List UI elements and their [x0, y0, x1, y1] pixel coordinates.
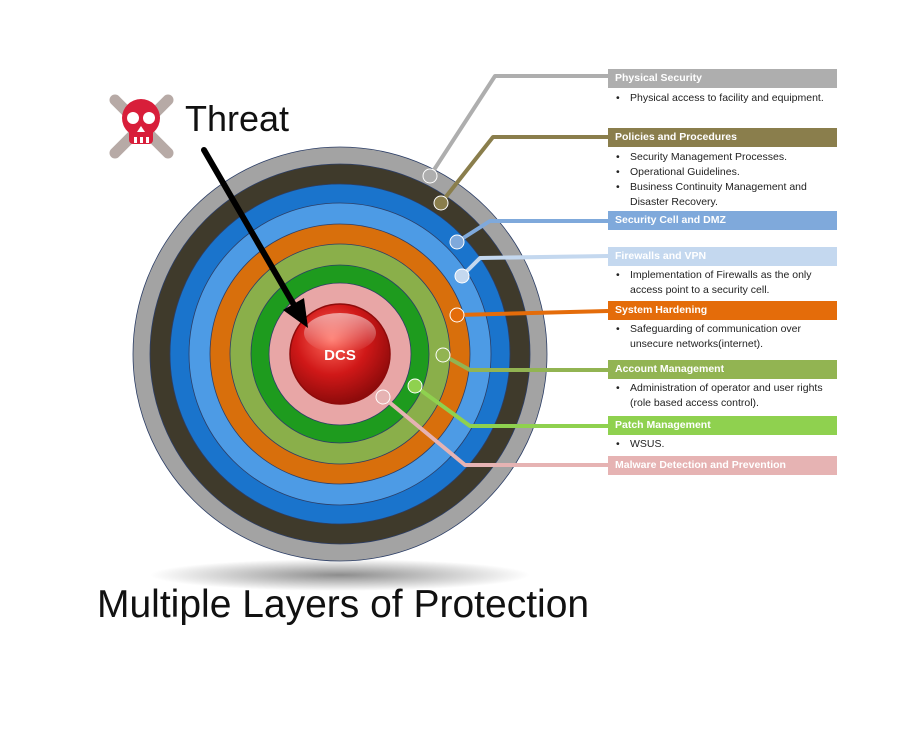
dcs-core: DCS [289, 303, 391, 405]
layer-title-security-cell-and-dmz: Security Cell and DMZ [608, 211, 837, 230]
layer-title-firewalls-and-vpn: Firewalls and VPN [608, 247, 837, 266]
layer-desc-patch-management: WSUS. [614, 437, 842, 452]
connector-dot-security-cell-and-dmz [449, 234, 465, 250]
connector-firewalls-and-vpn [460, 254, 609, 278]
connector-dot-policies-and-procedures [433, 195, 449, 211]
layer-desc-physical-security: Physical access to facility and equipmen… [614, 91, 842, 106]
connector-patch-management [413, 384, 608, 428]
layer-title-account-management: Account Management [608, 360, 837, 379]
layer-title-system-hardening: System Hardening [608, 301, 837, 320]
main-title: Multiple Layers of Protection [97, 583, 590, 626]
connector-dot-firewalls-and-vpn [454, 268, 470, 284]
layer-title-policies-and-procedures: Policies and Procedures [608, 128, 837, 147]
connector-policies-and-procedures [439, 135, 608, 205]
connector-lines [375, 74, 609, 467]
layer-desc-account-management: Administration of operator and user righ… [614, 381, 842, 411]
bullet-item: Implementation of Firewalls as the only … [614, 268, 842, 298]
connector-security-cell-and-dmz [455, 219, 608, 244]
layer-desc-system-hardening: Safeguarding of communication over unsec… [614, 322, 842, 352]
bullet-item: Business Continuity Management and Disas… [614, 180, 842, 210]
connector-malware-detection-and-prevention [381, 395, 608, 467]
skull-crossbones-icon [109, 94, 174, 159]
connector-system-hardening [456, 309, 609, 317]
ground-shadow [150, 559, 530, 591]
layer-title-physical-security: Physical Security [608, 69, 837, 88]
bullet-item: Security Management Processes. [614, 150, 842, 165]
layer-title-malware-detection-and-prevention: Malware Detection and Prevention [608, 456, 837, 475]
threat-label: Threat [185, 98, 290, 139]
connector-physical-security [428, 74, 608, 178]
layer-desc-firewalls-and-vpn: Implementation of Firewalls as the only … [614, 268, 842, 298]
bullet-item: Operational Guidelines. [614, 165, 842, 180]
layer-title-patch-management: Patch Management [608, 416, 837, 435]
layer-desc-policies-and-procedures: Security Management Processes. Operation… [614, 150, 842, 210]
connector-dot-system-hardening [449, 307, 465, 323]
connector-dot-account-management [435, 347, 451, 363]
connector-dot-malware-detection-and-prevention [375, 389, 391, 405]
connector-account-management [442, 353, 608, 372]
bullet-item: WSUS. [614, 437, 842, 452]
threat-arrow [201, 147, 308, 328]
dcs-label: DCS [324, 347, 356, 364]
bullet-item: Physical access to facility and equipmen… [614, 91, 842, 106]
connector-dot-patch-management [407, 378, 423, 394]
bullet-item: Administration of operator and user righ… [614, 381, 842, 411]
bullet-item: Safeguarding of communication over unsec… [614, 322, 842, 352]
connector-dot-physical-security [422, 168, 438, 184]
